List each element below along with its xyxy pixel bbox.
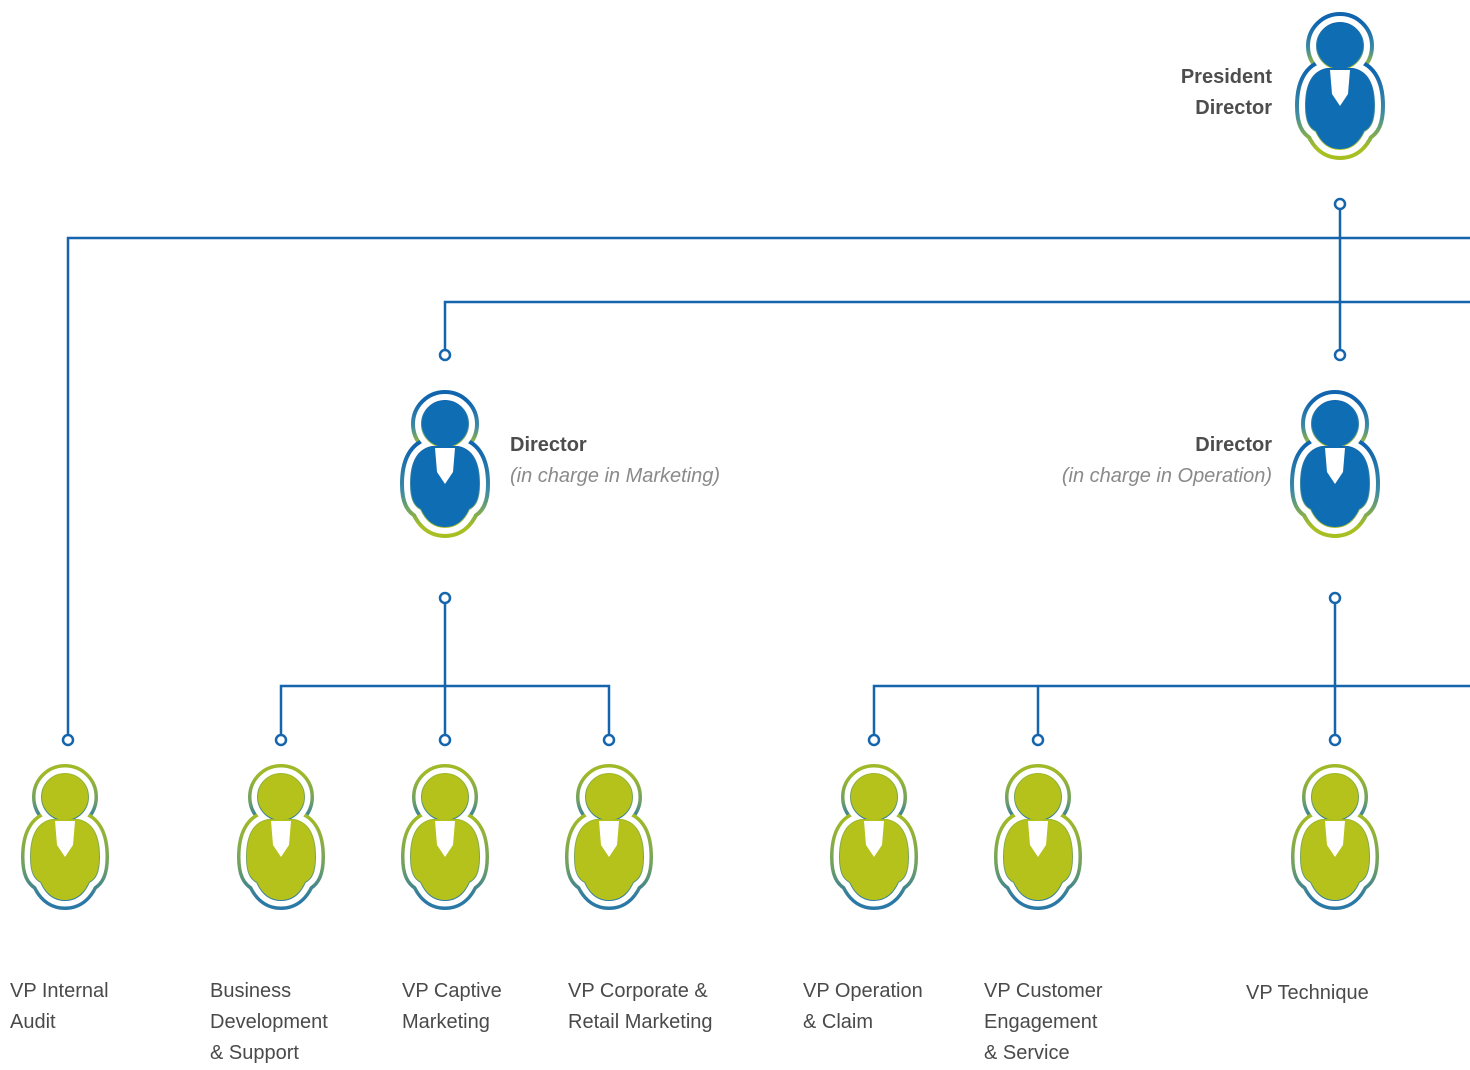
vp-internal-audit-label: VP Internal Audit [10, 976, 109, 1038]
director-marketing-title: Director [510, 434, 587, 456]
connector-node-dot [274, 733, 288, 747]
connector-line [66, 236, 1470, 740]
vp-operation-claim-icon [840, 774, 908, 900]
connector-node-dot [867, 733, 881, 747]
vp-label-line: Audit [10, 1011, 56, 1033]
vp-corporate-retail-marketing-label: VP Corporate & Retail Marketing [568, 976, 713, 1038]
vp-label-line: VP Operation [803, 980, 923, 1002]
vp-label-line: & Support [210, 1042, 299, 1064]
vp-operation-claim-label: VP Operation & Claim [803, 976, 923, 1038]
connector-line [443, 300, 1470, 355]
vp-customer-engagement-icon [1004, 774, 1072, 900]
connector-node-dot [602, 733, 616, 747]
vp-label-line: VP Technique [1246, 982, 1369, 1004]
president-label: President Director [1181, 62, 1272, 124]
director-operation-subtitle: (in charge in Operation) [1061, 465, 1272, 487]
vp-captive-marketing-icon [411, 774, 479, 900]
vp-captive-marketing-label: VP Captive Marketing [402, 976, 502, 1038]
president-line-2: Director [1195, 97, 1272, 119]
connector-node-dot [438, 348, 452, 362]
connector-node-dot [438, 591, 452, 605]
vp-label-line: & Service [984, 1042, 1070, 1064]
director-operation-icon [1301, 401, 1369, 527]
director-operation-label: Director (in charge in Operation) [1062, 430, 1272, 492]
vp-technique-label: VP Technique [1246, 978, 1369, 1009]
connector-line [872, 684, 1470, 740]
connector-lines [66, 204, 1470, 740]
director-operation-title: Director [1195, 434, 1272, 456]
connector-node-dot [1333, 348, 1347, 362]
vp-label-line: Engagement [984, 1011, 1098, 1033]
vp-customer-engagement-label: VP Customer Engagement & Service [984, 976, 1103, 1069]
connector-node-dot [1328, 591, 1342, 605]
connector-node-dot [1333, 197, 1347, 211]
vp-label-line: Development [210, 1011, 328, 1033]
director-marketing-subtitle: (in charge in Marketing) [510, 465, 721, 487]
connector-node-dot [1328, 733, 1342, 747]
vp-label-line: Marketing [402, 1011, 490, 1033]
connector-node-dot [438, 733, 452, 747]
connector-dots [61, 197, 1347, 747]
president-line-1: President [1180, 66, 1272, 88]
vp-label-line: VP Internal [10, 980, 109, 1002]
connector-node-dot [61, 733, 75, 747]
vp-business-development-label: Business Development & Support [210, 976, 328, 1069]
vp-technique-icon [1301, 774, 1369, 900]
person-icons [31, 23, 1374, 900]
vp-label-line: VP Captive [402, 980, 502, 1002]
vp-label-line: VP Customer [984, 980, 1103, 1002]
president-director-icon [1306, 23, 1374, 149]
vp-label-line: Business [210, 980, 292, 1002]
connector-line [279, 684, 611, 740]
director-marketing-icon [411, 401, 479, 527]
connector-node-dot [1031, 733, 1045, 747]
director-marketing-label: Director (in charge in Marketing) [510, 430, 720, 492]
vp-internal-audit-icon [31, 774, 99, 900]
vp-label-line: VP Corporate & [568, 980, 708, 1002]
vp-business-development-icon [247, 774, 315, 900]
vp-label-line: Retail Marketing [568, 1011, 713, 1033]
vp-corporate-retail-marketing-icon [575, 774, 643, 900]
vp-label-line: & Claim [803, 1011, 874, 1033]
